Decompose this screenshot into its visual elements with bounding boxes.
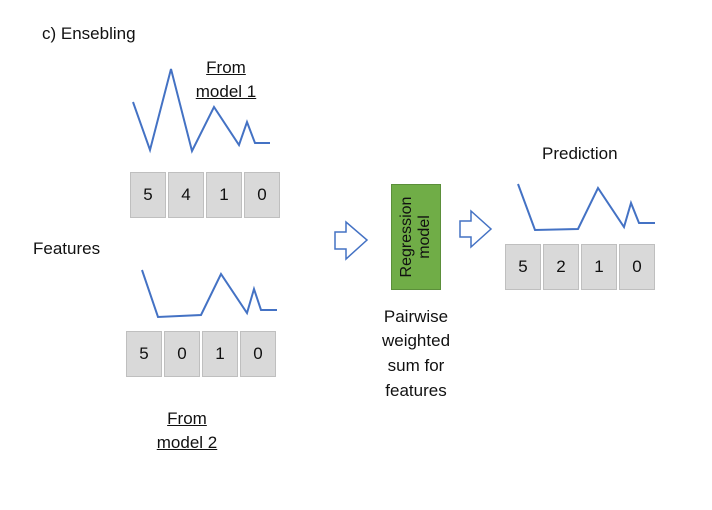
prediction-cell: 2 <box>543 244 579 290</box>
caption-line3: sum for <box>387 356 445 375</box>
model2-cell: 1 <box>202 331 238 377</box>
model1-feature-row: 5 4 1 0 <box>130 172 282 218</box>
model1-cell: 0 <box>244 172 280 218</box>
model2-label-line2: model 2 <box>156 433 218 452</box>
model2-feature-row: 5 0 1 0 <box>126 331 278 377</box>
model1-cell: 5 <box>130 172 166 218</box>
diagram-title: c) Ensebling <box>42 24 136 43</box>
prediction-cell: 5 <box>505 244 541 290</box>
model1-label-line2: model 1 <box>195 82 257 101</box>
model1-cell: 4 <box>168 172 204 218</box>
regression-model-box: Regression model <box>391 184 441 290</box>
caption-line1: Pairwise <box>383 307 449 326</box>
prediction-cell: 1 <box>581 244 617 290</box>
model1-cell: 1 <box>206 172 242 218</box>
model2-label-line1: From <box>167 409 207 428</box>
features-label: Features <box>33 239 101 258</box>
model2-cell: 0 <box>164 331 200 377</box>
model1-label-line1: From <box>206 58 246 77</box>
prediction-row: 5 2 1 0 <box>505 244 657 290</box>
prediction-label: Prediction <box>542 144 618 163</box>
caption-line4: features <box>385 381 447 400</box>
model2-cell: 5 <box>126 331 162 377</box>
model2-cell: 0 <box>240 331 276 377</box>
prediction-cell: 0 <box>619 244 655 290</box>
caption-line2: weighted <box>381 331 451 350</box>
